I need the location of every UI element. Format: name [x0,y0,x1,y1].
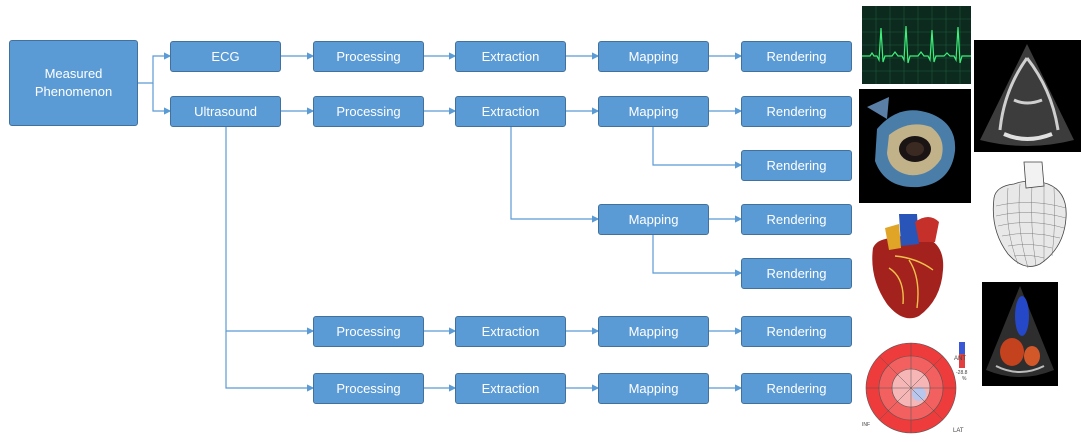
mapping-box: Mapping [598,316,709,347]
rendering-box: Rendering [741,316,852,347]
rendering-box: Rendering [741,373,852,404]
ultrasound-box: Ultrasound [170,96,281,127]
processing-box: Processing [313,316,424,347]
rendering-box: Rendering [741,258,852,289]
bullseye-inf-label: INF [862,422,870,428]
mapping-box: Mapping [598,41,709,72]
echo-bmode-image [974,40,1081,152]
heart-anatomy-image [859,208,951,326]
processing-box: Processing [313,41,424,72]
bullseye-ant-label: ANT [954,356,966,362]
extraction-box: Extraction [455,96,566,127]
heart-mesh-image [984,158,1075,275]
bullseye-lat-label: LAT [953,428,964,434]
extraction-box: Extraction [455,316,566,347]
mapping-box: Mapping [598,204,709,235]
rendering-box: Rendering [741,150,852,181]
rendering-box: Rendering [741,204,852,235]
bullseye-polar-map-image: ANT LAT INF -28.8 % [861,334,972,439]
extraction-box: Extraction [455,41,566,72]
rendering-box: Rendering [741,41,852,72]
rendering-box: Rendering [741,96,852,127]
ecg-trace-image [862,6,971,84]
color-doppler-image [982,282,1058,386]
processing-box: Processing [313,373,424,404]
bullseye-unit-label: % [962,376,967,382]
valve-3d-image [859,89,971,203]
measured-phenomenon-box: Measured Phenomenon [9,40,138,126]
ecg-box: ECG [170,41,281,72]
mapping-box: Mapping [598,373,709,404]
extraction-box: Extraction [455,373,566,404]
mapping-box: Mapping [598,96,709,127]
processing-box: Processing [313,96,424,127]
bullseye-scale-label: -28.8 [956,370,968,376]
